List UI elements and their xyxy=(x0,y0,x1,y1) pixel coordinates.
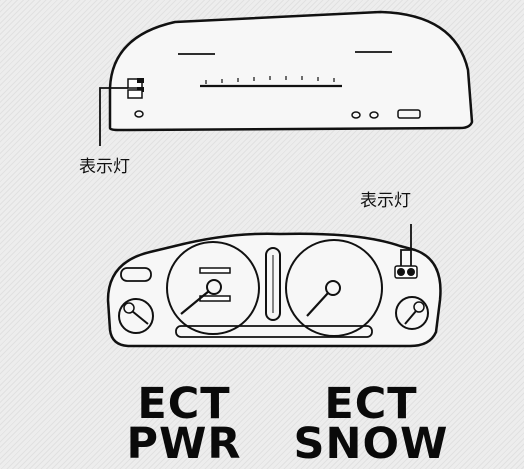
top-indicator-lights xyxy=(127,78,144,99)
indicator-label-top: 表示灯 xyxy=(79,157,130,177)
bottom-indicator-lights xyxy=(394,265,418,279)
center-bar-gauge xyxy=(265,247,281,321)
tachometer-gauge xyxy=(166,241,260,335)
small-display xyxy=(397,109,421,119)
small-lamp-1 xyxy=(351,111,361,119)
mode-label-snow: ECT SNOW xyxy=(278,379,464,469)
mode-label-power: ECT PWR xyxy=(104,379,264,469)
bottom-strip-display xyxy=(175,325,373,338)
mode-label-power-line2: PWR xyxy=(126,419,242,469)
indicator-label-bottom: 表示灯 xyxy=(360,191,411,211)
small-lamp-left xyxy=(134,110,144,118)
lower-instrument-cluster xyxy=(106,232,442,348)
right-small-gauge xyxy=(395,296,429,330)
mode-label-snow-line1: ECT xyxy=(324,379,418,429)
left-warning-lamp xyxy=(120,267,152,282)
mode-label-snow-line2: SNOW xyxy=(293,419,449,469)
scale-strip xyxy=(200,76,342,88)
left-small-gauge xyxy=(118,298,154,334)
small-lamp-2 xyxy=(369,111,379,119)
bottom-indicator-leader-line xyxy=(400,224,412,266)
mode-label-power-line1: ECT xyxy=(137,379,231,429)
top-indicator-leader-line xyxy=(99,87,128,146)
speedometer-gauge xyxy=(285,239,383,337)
upper-instrument-cluster xyxy=(108,10,474,132)
